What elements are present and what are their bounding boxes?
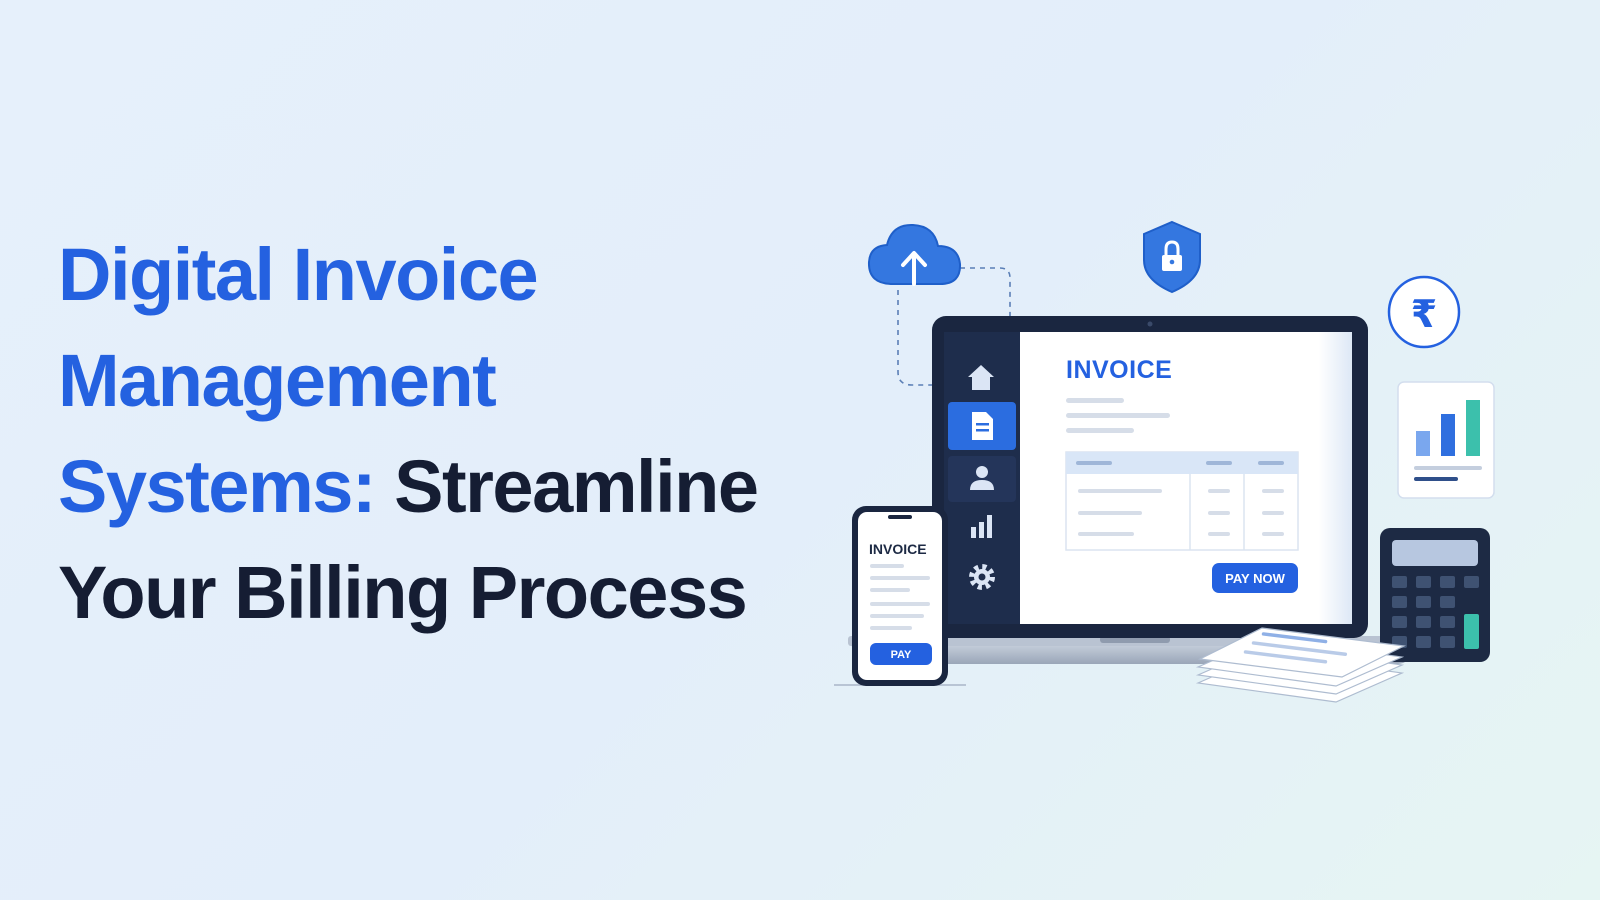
- rupee-icon: ₹: [1387, 275, 1461, 349]
- pay-now-label: PAY NOW: [1225, 571, 1285, 586]
- home-icon[interactable]: [968, 365, 994, 390]
- shield-lock-icon: [1143, 220, 1201, 294]
- connector-line: [897, 290, 934, 386]
- report-bar: [1416, 431, 1430, 456]
- document-icon[interactable]: [948, 402, 1016, 450]
- headline-line-4: Your Billing Process: [58, 551, 748, 634]
- laptop-invoice-title: INVOICE: [1066, 356, 1172, 384]
- chart-card-icon: [1397, 381, 1495, 499]
- pay-now-button[interactable]: PAY NOW: [1212, 563, 1298, 593]
- headline-line-1: Digital Invoice: [58, 233, 539, 316]
- headline-systems: Systems:: [58, 445, 377, 528]
- phone-pay-label: PAY: [891, 649, 912, 661]
- connector-line: [960, 267, 1011, 318]
- paper-stack-icon: [1195, 627, 1407, 703]
- report-bar: [1441, 414, 1455, 456]
- gear-icon[interactable]: [969, 564, 995, 590]
- invoice-table: [1065, 451, 1299, 551]
- phone: INVOICE PAY: [834, 506, 966, 686]
- headline-line-3: Systems: Streamline: [58, 434, 759, 540]
- bar-chart-icon[interactable]: [971, 515, 992, 538]
- rupee-symbol: ₹: [1411, 294, 1437, 336]
- headline-line-2: Management: [58, 339, 497, 422]
- phone-pay-button[interactable]: PAY: [870, 643, 932, 665]
- user-icon[interactable]: [948, 456, 1016, 502]
- cloud-upload-icon: [867, 223, 962, 286]
- headline: Digital Invoice Management Systems: Stre…: [58, 222, 759, 646]
- laptop-invoice: INVOICE PAY NOW: [1065, 356, 1299, 593]
- calculator-icon: [1380, 528, 1490, 662]
- headline-streamline: Streamline: [394, 445, 759, 528]
- phone-invoice-title: INVOICE: [869, 541, 927, 557]
- report-bar: [1466, 400, 1480, 456]
